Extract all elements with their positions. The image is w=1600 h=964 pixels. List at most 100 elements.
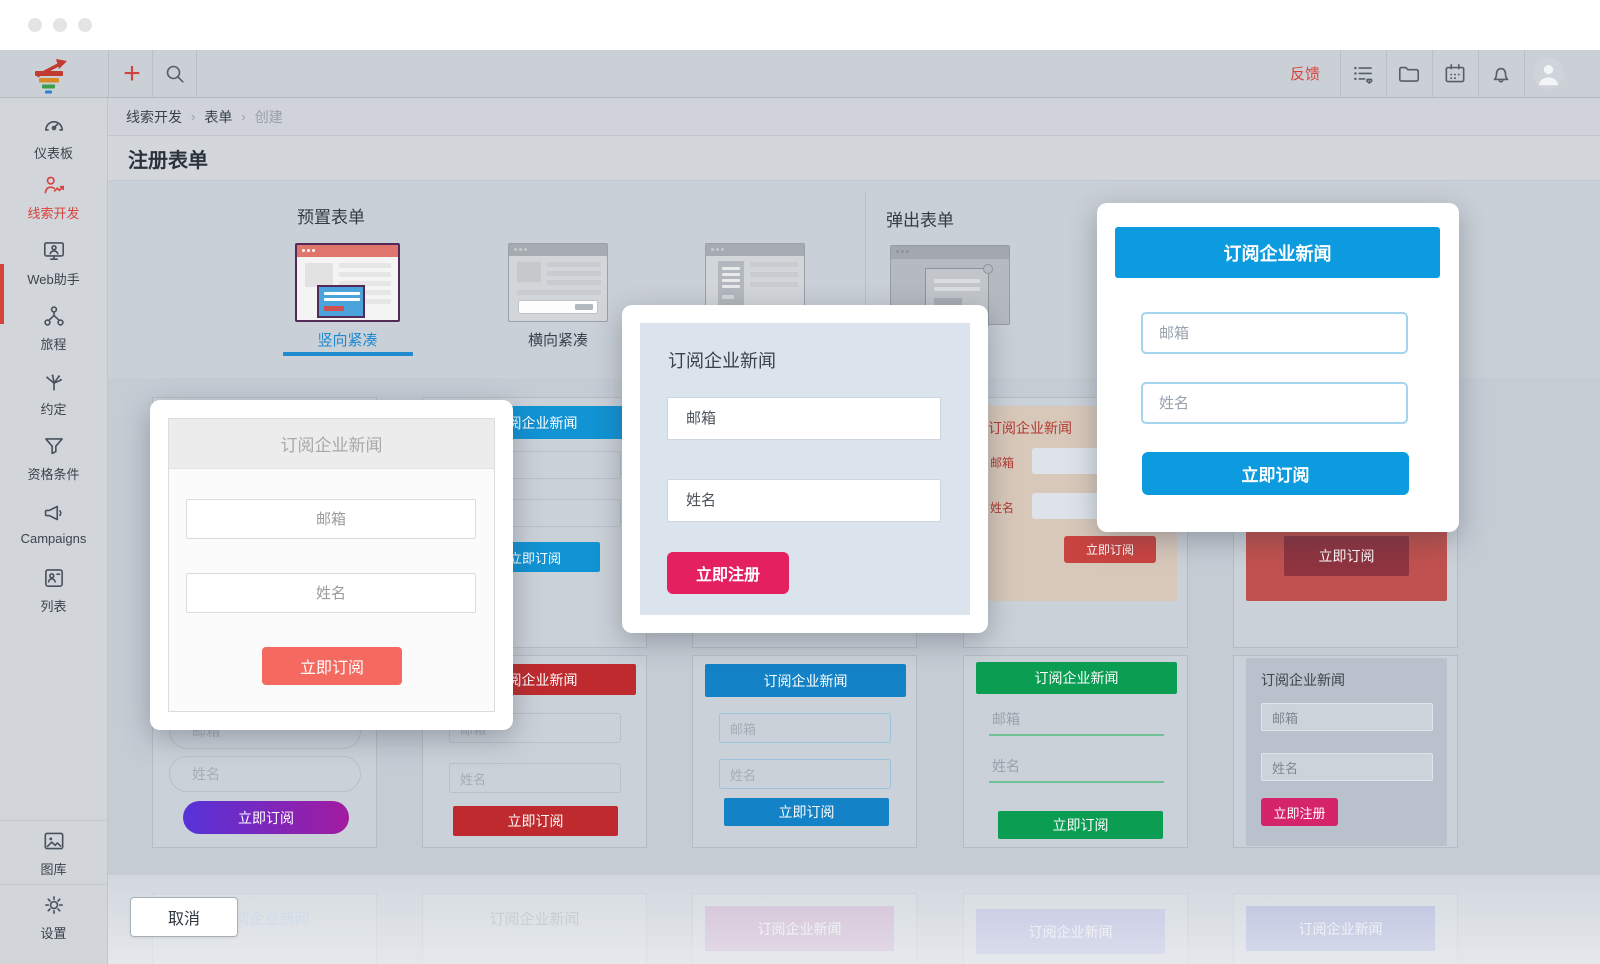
- breadcrumb-leads[interactable]: 线索开发: [126, 108, 182, 125]
- close-icon: [983, 264, 993, 274]
- crm-logo-icon[interactable]: [30, 56, 74, 94]
- cancel-button[interactable]: 取消: [130, 897, 238, 937]
- calendar-icon[interactable]: [1432, 50, 1478, 97]
- sidebar-divider: [0, 820, 107, 821]
- thumb-titlebar: [509, 244, 607, 256]
- feedback-link[interactable]: 反馈: [1289, 66, 1320, 83]
- preview-card-lightblue[interactable]: 订阅企业新闻 立即注册: [622, 305, 988, 633]
- nav-divider: [1478, 50, 1479, 97]
- breadcrumb-separator: ›: [191, 109, 196, 124]
- register-button[interactable]: 立即注册: [667, 552, 789, 594]
- name-field: 姓名: [992, 758, 1020, 774]
- sidebar-item-dashboard[interactable]: 仪表板: [0, 112, 107, 162]
- card-title-bar: 订阅企业新闻: [705, 664, 906, 697]
- section-divider: [865, 193, 866, 348]
- thumb-line: [517, 290, 601, 295]
- name-input[interactable]: [186, 573, 476, 613]
- sidebar-item-qualification[interactable]: 资格条件: [0, 433, 107, 483]
- page-title: 注册表单: [128, 149, 208, 172]
- thumb-titlebar: [706, 244, 804, 256]
- folder-icon[interactable]: [1386, 50, 1432, 97]
- sidebar-item-label: 约定: [40, 402, 67, 417]
- thumb-line: [339, 290, 391, 295]
- email-input[interactable]: [186, 499, 476, 539]
- user-avatar[interactable]: [1533, 58, 1564, 89]
- sidebar-item-label: 设置: [40, 926, 67, 941]
- register-button: 立即注册: [1261, 798, 1338, 826]
- sidebar-item-engagements[interactable]: 约定: [0, 368, 107, 418]
- thumb-line: [547, 262, 601, 267]
- sidebar-item-web-assistant[interactable]: Web助手: [0, 238, 107, 288]
- preview-card-plain[interactable]: 订阅企业新闻 立即订阅: [150, 400, 513, 730]
- template-card[interactable]: 订阅企业新闻: [422, 893, 647, 964]
- template-card[interactable]: 订阅企业新闻: [1233, 893, 1458, 964]
- card-title: 订阅企业新闻: [988, 420, 1072, 436]
- sidebar-item-campaigns[interactable]: Campaigns: [0, 500, 107, 546]
- nav-divider: [1340, 50, 1341, 97]
- template-card-gray-pink[interactable]: 订阅企业新闻 邮箱 姓名 立即注册: [1233, 655, 1458, 848]
- thumb-line: [339, 272, 391, 277]
- burst-icon: [41, 368, 67, 394]
- preset-forms-section-title: 预置表单: [297, 208, 365, 227]
- sidebar-item-label: 旅程: [40, 337, 67, 352]
- card-title: 订阅企业新闻: [1261, 672, 1345, 688]
- template-card[interactable]: 订阅企业新闻: [692, 893, 917, 964]
- search-icon[interactable]: [154, 50, 196, 97]
- sidebar-item-settings[interactable]: 设置: [0, 892, 107, 942]
- selected-underline: [283, 352, 413, 356]
- active-item-indicator: [0, 264, 4, 324]
- thumb-label-horizontal-compact[interactable]: 横向紧凑: [527, 332, 588, 349]
- thumb-image-placeholder: [305, 263, 333, 287]
- card-title-bar: 订阅企业新闻: [976, 909, 1165, 954]
- image-icon: [41, 828, 67, 854]
- nav-divider: [196, 50, 197, 97]
- sidebar-item-label: 线索开发: [27, 206, 80, 221]
- template-card-blue[interactable]: 订阅企业新闻 邮箱 姓名 立即订阅: [692, 655, 917, 848]
- thumb-line: [339, 299, 391, 304]
- nav-divider: [1524, 50, 1525, 97]
- page-header: 注册表单: [108, 136, 1600, 181]
- subscribe-button: 立即订阅: [183, 801, 349, 834]
- template-card[interactable]: 订阅企业新闻: [963, 893, 1188, 964]
- traffic-light-zoom-icon: [78, 18, 92, 32]
- subscribe-button: 立即订阅: [1064, 536, 1156, 563]
- contact-card-icon: [41, 565, 67, 591]
- sidebar-item-label: Campaigns: [20, 531, 87, 546]
- thumb-horizontal-form: [518, 300, 598, 314]
- subscribe-button[interactable]: 立即订阅: [1142, 452, 1409, 495]
- template-card-green[interactable]: 订阅企业新闻 邮箱 姓名 立即订阅: [963, 655, 1188, 848]
- template-thumb-vertical-compact[interactable]: [295, 243, 400, 322]
- breadcrumb-forms[interactable]: 表单: [204, 108, 233, 125]
- left-sidebar: 仪表板 线索开发 Web助手: [0, 98, 108, 964]
- funnel-icon: [41, 433, 67, 459]
- window-dots-icon: [896, 250, 909, 253]
- notifications-bell-icon[interactable]: [1478, 50, 1524, 97]
- name-underline: [989, 781, 1164, 783]
- name-input[interactable]: [1141, 382, 1408, 424]
- subscribe-button[interactable]: 立即订阅: [262, 647, 402, 685]
- sidebar-item-lists[interactable]: 列表: [0, 565, 107, 615]
- email-input[interactable]: [667, 397, 941, 440]
- sidebar-item-label: 图库: [40, 862, 67, 877]
- org-tree-icon: [41, 303, 67, 329]
- form-title-bar: 订阅企业新闻: [169, 419, 494, 469]
- thumb-line: [547, 271, 601, 276]
- sidebar-item-gallery[interactable]: 图库: [0, 828, 107, 878]
- template-thumb-horizontal-compact[interactable]: [508, 243, 608, 322]
- thumb-label-vertical-compact[interactable]: 竖向紧凑: [317, 332, 378, 349]
- sidebar-item-journeys[interactable]: 旅程: [0, 303, 107, 353]
- quick-create-button[interactable]: +: [123, 56, 141, 90]
- email-field: 邮箱: [992, 711, 1020, 727]
- email-input[interactable]: [1141, 312, 1408, 354]
- thumb-line: [750, 282, 798, 287]
- name-label: 姓名: [990, 501, 1015, 515]
- sidebar-item-leads[interactable]: 线索开发: [0, 172, 107, 222]
- monitor-person-icon: [41, 238, 67, 264]
- email-label: 邮箱: [990, 456, 1015, 470]
- preview-card-blue[interactable]: 订阅企业新闻 立即订阅: [1097, 203, 1459, 532]
- thumb-line: [339, 263, 391, 268]
- nav-divider: [1386, 50, 1387, 97]
- activity-list-icon[interactable]: [1340, 50, 1386, 97]
- name-input[interactable]: [667, 479, 941, 522]
- window-dots-icon: [711, 248, 724, 251]
